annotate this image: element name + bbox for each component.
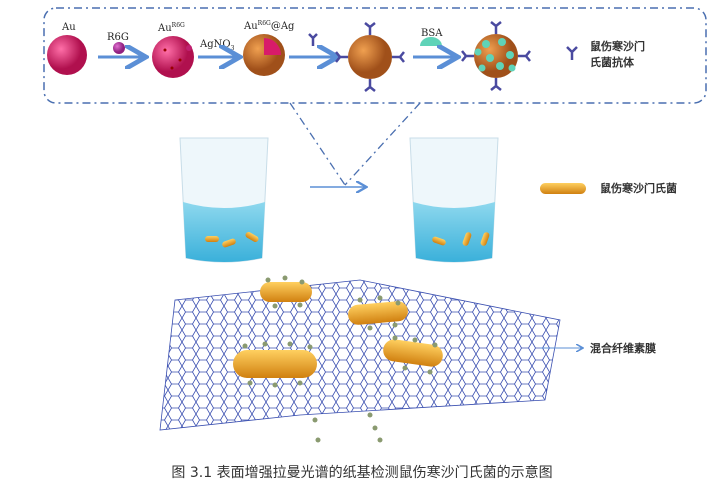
beaker-before (179, 137, 269, 263)
r6g-molecule (113, 42, 125, 54)
bacteria-legend-icon (540, 183, 586, 194)
membrane-label: 混合纤维素膜 (590, 341, 656, 355)
zoom-lines (289, 102, 421, 186)
antibody-legend-icon (566, 46, 578, 60)
au-r6g-label: AuR6G (157, 22, 185, 34)
bsa-label: BSA (421, 28, 443, 39)
captured-bacteria (233, 282, 443, 378)
r6g-label: R6G (107, 32, 129, 43)
process-box (43, 7, 707, 104)
cellulose-membrane (159, 279, 561, 431)
figure-caption: 图 3.1 表面增强拉曼光谱的纸基检测鼠伤寒沙门氏菌的示意图 (171, 465, 553, 481)
agno3-label: AgNO3 (199, 39, 235, 52)
nanoparticle-probes (242, 275, 438, 443)
au-r6g-ag-label: AuR6G@Ag (243, 20, 295, 32)
au-particle (47, 35, 87, 75)
beaker-after (409, 137, 499, 263)
antibody-icon (308, 33, 318, 46)
bacteria-legend-label: 鼠伤寒沙门氏菌 (600, 181, 677, 195)
antibody-conjugated-particle (335, 22, 405, 92)
au-label: Au (61, 22, 76, 33)
au-r6g-particle (152, 36, 194, 78)
au-r6g-ag-particle (243, 34, 285, 76)
bsa-icon (420, 37, 442, 46)
bsa-blocked-particle (461, 21, 531, 91)
antibody-legend-line2: 氏菌抗体 (590, 55, 635, 69)
antibody-legend-line1: 鼠伤寒沙门 (590, 39, 645, 53)
